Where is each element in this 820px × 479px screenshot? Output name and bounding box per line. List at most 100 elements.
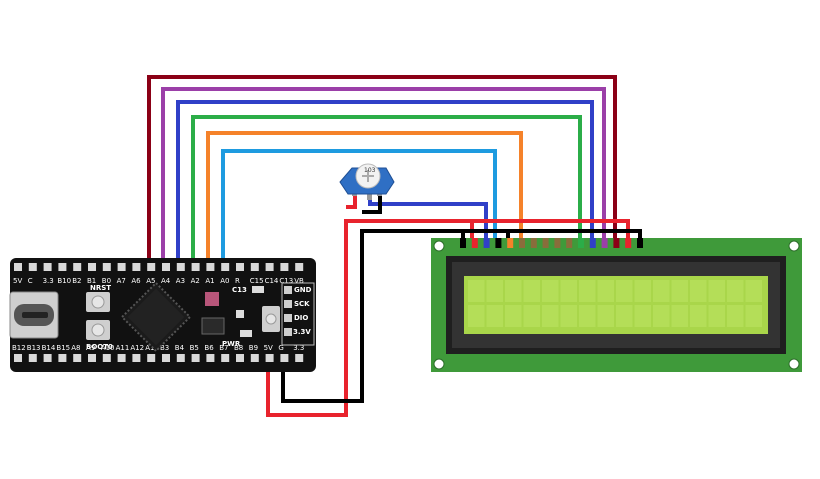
pot-leg-wiper (367, 190, 372, 200)
bottom-pin-label: B9 (249, 344, 258, 352)
bottom-pin (280, 354, 289, 362)
lcd-cell (486, 280, 503, 302)
top-pin (176, 263, 185, 271)
lcd-pin (507, 238, 514, 248)
top-pin (250, 263, 259, 271)
top-pin (132, 263, 141, 271)
wire-blue-long (176, 100, 594, 262)
regulator (201, 317, 225, 335)
top-pin-label: A6 (131, 277, 141, 285)
top-pin (295, 263, 304, 271)
lcd-hole-bl (433, 358, 445, 370)
wires (147, 75, 642, 417)
bottom-pin (28, 354, 37, 362)
potentiometer: 103 (339, 163, 395, 200)
bottom-pin (73, 354, 82, 362)
top-pin (117, 263, 126, 271)
c13-led-marker (236, 310, 244, 318)
lcd-cell (505, 305, 522, 327)
swd-label-sck: SCK (294, 300, 310, 308)
lcd-pin (495, 238, 502, 248)
boot0-label: BOOT0 (86, 343, 113, 351)
wire-light-blue (221, 149, 497, 262)
user-button-cap (265, 313, 277, 325)
lcd-character-grid (468, 280, 762, 327)
lcd-cell (523, 280, 540, 302)
bottom-pin (14, 354, 22, 362)
top-pin-label: A2 (191, 277, 200, 285)
wire-black-ground (281, 229, 642, 403)
lcd-cell (727, 305, 744, 327)
wire-red-power (266, 219, 630, 417)
bottom-pin (206, 354, 215, 362)
top-pin-label: 5V (13, 277, 22, 285)
lcd-pin (566, 238, 573, 248)
wire-green (191, 115, 582, 262)
lcd-cell (690, 280, 707, 302)
wire-red-pot (346, 193, 357, 209)
pot-knob-slot (362, 170, 374, 182)
bottom-pin-label: G (278, 344, 283, 352)
pwr-led-label: PWR (222, 340, 241, 348)
bottom-pin (250, 354, 259, 362)
lcd-cell (597, 280, 614, 302)
bottom-pin-label: B13 (27, 344, 41, 352)
lcd-hole-tr (788, 240, 800, 252)
bottom-pin-label: A8 (71, 344, 80, 352)
top-pin-label: B0 (102, 277, 111, 285)
top-pin (43, 263, 52, 271)
top-pin-label: B10 (57, 277, 71, 285)
bottom-pin (176, 354, 185, 362)
top-pin-label: VB (294, 277, 304, 285)
lcd-hole-br (788, 358, 800, 370)
lcd-cell (653, 280, 670, 302)
bottom-pin (117, 354, 126, 362)
top-pin (236, 263, 244, 271)
top-pin (58, 263, 67, 271)
top-pin (102, 263, 111, 271)
lcd-cell (616, 280, 633, 302)
lcd-cell (690, 305, 707, 327)
lcd-cell (671, 280, 688, 302)
lcd-pin (589, 238, 596, 248)
lcd-pin (625, 238, 632, 248)
lcd-cell (708, 305, 725, 327)
top-pin-label: C13 (279, 277, 293, 285)
c13-led (252, 286, 264, 293)
lcd-cell (523, 305, 540, 327)
top-pin-label: C15 (250, 277, 264, 285)
top-pin-label: B2 (72, 277, 81, 285)
bottom-pin (58, 354, 67, 362)
lcd-pin (530, 238, 537, 248)
swd-label-3v3: 3.3V (293, 328, 311, 336)
bottom-pin-label: B7 (219, 344, 228, 352)
lcd-cell (745, 305, 762, 327)
bottom-pin-label: B12 (12, 344, 26, 352)
top-pin (147, 263, 156, 271)
top-pin-label: B1 (87, 277, 96, 285)
bottom-pin-label: A12 (130, 344, 144, 352)
bottom-pin-label: A9 (86, 344, 95, 352)
swd-label-gnd: GND (294, 286, 312, 294)
lcd-cell (486, 305, 503, 327)
top-pin (191, 263, 200, 271)
swd-header: GND SCK DIO 3.3V (281, 282, 315, 346)
bottom-pin (132, 354, 141, 362)
usb-c-tongue (22, 312, 48, 318)
lcd-cell (560, 305, 577, 327)
bottom-pin-label: B15 (56, 344, 70, 352)
lcd-pin (637, 238, 643, 248)
lcd-pin (613, 238, 620, 248)
lcd-cell (597, 305, 614, 327)
mcu-chip (120, 281, 192, 353)
top-pin-label: A0 (220, 277, 229, 285)
top-pin (28, 263, 37, 271)
bottom-pin (147, 354, 156, 362)
bottom-header (14, 354, 304, 362)
top-pin (221, 263, 230, 271)
bottom-pin-label: B14 (42, 344, 56, 352)
top-pin-label: R (235, 277, 240, 285)
